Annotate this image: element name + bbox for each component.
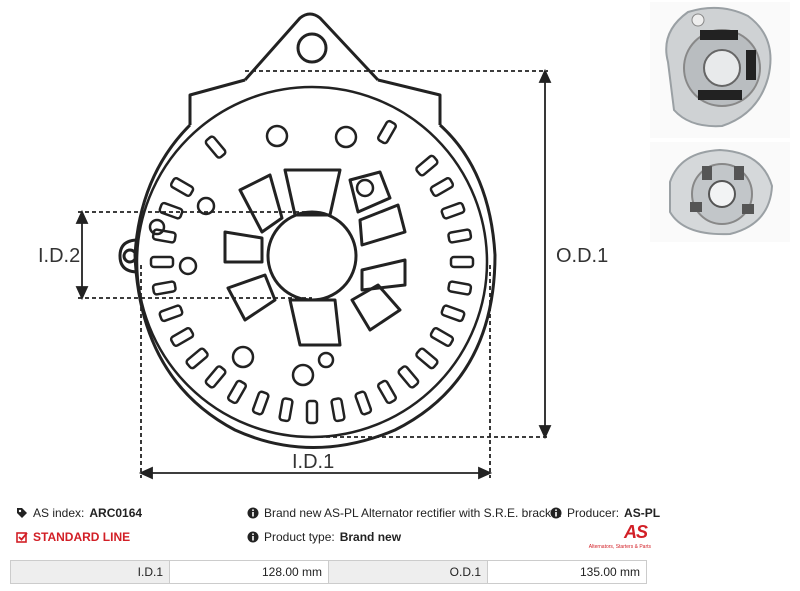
info-icon — [247, 531, 259, 543]
producer-label: Producer: — [567, 506, 620, 520]
product-photo-icon — [669, 148, 774, 236]
spec-value-od1: 135.00 mm — [487, 560, 647, 584]
vent-slot — [447, 228, 473, 244]
vane — [223, 230, 264, 264]
description-text: Brand new AS-PL Alternator rectifier wit… — [264, 506, 562, 520]
vent-slot — [278, 397, 294, 423]
vane — [350, 283, 402, 332]
vent-slot — [169, 177, 195, 197]
label-id2: I.D.2 — [38, 245, 80, 267]
product-type-value: Brand new — [339, 530, 402, 544]
vent-slot — [440, 201, 466, 220]
producer-value: AS-PL — [624, 506, 661, 520]
vent-slot — [447, 280, 473, 296]
vent-slot — [415, 154, 439, 177]
vent-slot — [354, 390, 373, 416]
technical-drawing: I.D.2 O.D.1 I.D.1 — [38, 12, 608, 480]
vent-slot — [397, 365, 420, 389]
product-type: Product type: Brand new — [247, 530, 401, 544]
label-od1: O.D.1 — [556, 245, 608, 267]
as-logo: AS Alternators, Starters & Parts — [585, 522, 651, 552]
info-icon — [550, 507, 562, 519]
vent-slot — [149, 255, 175, 269]
product-description: Brand new AS-PL Alternator rectifier wit… — [247, 506, 561, 520]
vent-slot — [415, 347, 439, 370]
logo-tagline: Alternators, Starters & Parts — [588, 544, 651, 550]
central-bore — [266, 210, 358, 302]
vane — [226, 273, 277, 322]
vent-slot — [204, 365, 227, 389]
vent-slot — [151, 280, 177, 296]
checkbox-checked-icon — [16, 532, 28, 543]
logo-text: AS — [623, 522, 648, 542]
vent-slot — [158, 201, 184, 220]
specs-table: I.D.1 128.00 mm O.D.1 135.00 mm — [10, 560, 647, 584]
vent-slot — [377, 119, 397, 145]
product-thumbnail-1[interactable] — [650, 2, 790, 138]
vane — [360, 258, 407, 292]
producer: Producer: AS-PL — [550, 506, 660, 520]
vent-slot — [377, 379, 397, 405]
vane — [283, 168, 342, 217]
vent-slot — [440, 304, 466, 323]
product-type-label: Product type: — [264, 530, 335, 544]
vane — [238, 173, 284, 234]
label-id1: I.D.1 — [292, 451, 334, 473]
as-index-label: AS index: — [33, 506, 85, 520]
standard-line: STANDARD LINE — [16, 530, 130, 544]
info-icon — [247, 507, 259, 519]
vent-slot — [449, 255, 475, 269]
as-index: AS index: ARC0164 — [16, 506, 142, 520]
vent-slot — [227, 379, 247, 405]
table-row: I.D.1 128.00 mm O.D.1 135.00 mm — [10, 560, 647, 584]
housing-inner — [135, 85, 489, 439]
product-photo-icon — [665, 6, 772, 128]
vent-slot — [429, 327, 455, 347]
vent-slot — [158, 304, 184, 323]
mounting-ear — [243, 12, 380, 82]
vane — [358, 203, 407, 247]
mounting-hole — [296, 32, 328, 64]
vent-slot — [330, 397, 346, 423]
spec-label-od1: O.D.1 — [328, 560, 488, 584]
left-ear — [118, 238, 139, 274]
vent-slot — [204, 135, 227, 159]
vent-slot — [169, 327, 195, 347]
housing-outer — [133, 123, 497, 449]
vent-slot — [305, 399, 319, 425]
vent-slot — [151, 228, 177, 244]
tag-icon — [17, 508, 27, 518]
as-index-value: ARC0164 — [89, 506, 143, 520]
spec-label-id1: I.D.1 — [10, 560, 170, 584]
vent-slot — [251, 390, 270, 416]
vent-slot — [185, 347, 209, 370]
vent-slot — [429, 177, 455, 197]
vane — [288, 298, 342, 347]
product-thumbnail-2[interactable] — [650, 142, 790, 242]
spec-value-id1: 128.00 mm — [169, 560, 329, 584]
standard-line-label: STANDARD LINE — [33, 530, 131, 544]
vane — [348, 170, 392, 214]
